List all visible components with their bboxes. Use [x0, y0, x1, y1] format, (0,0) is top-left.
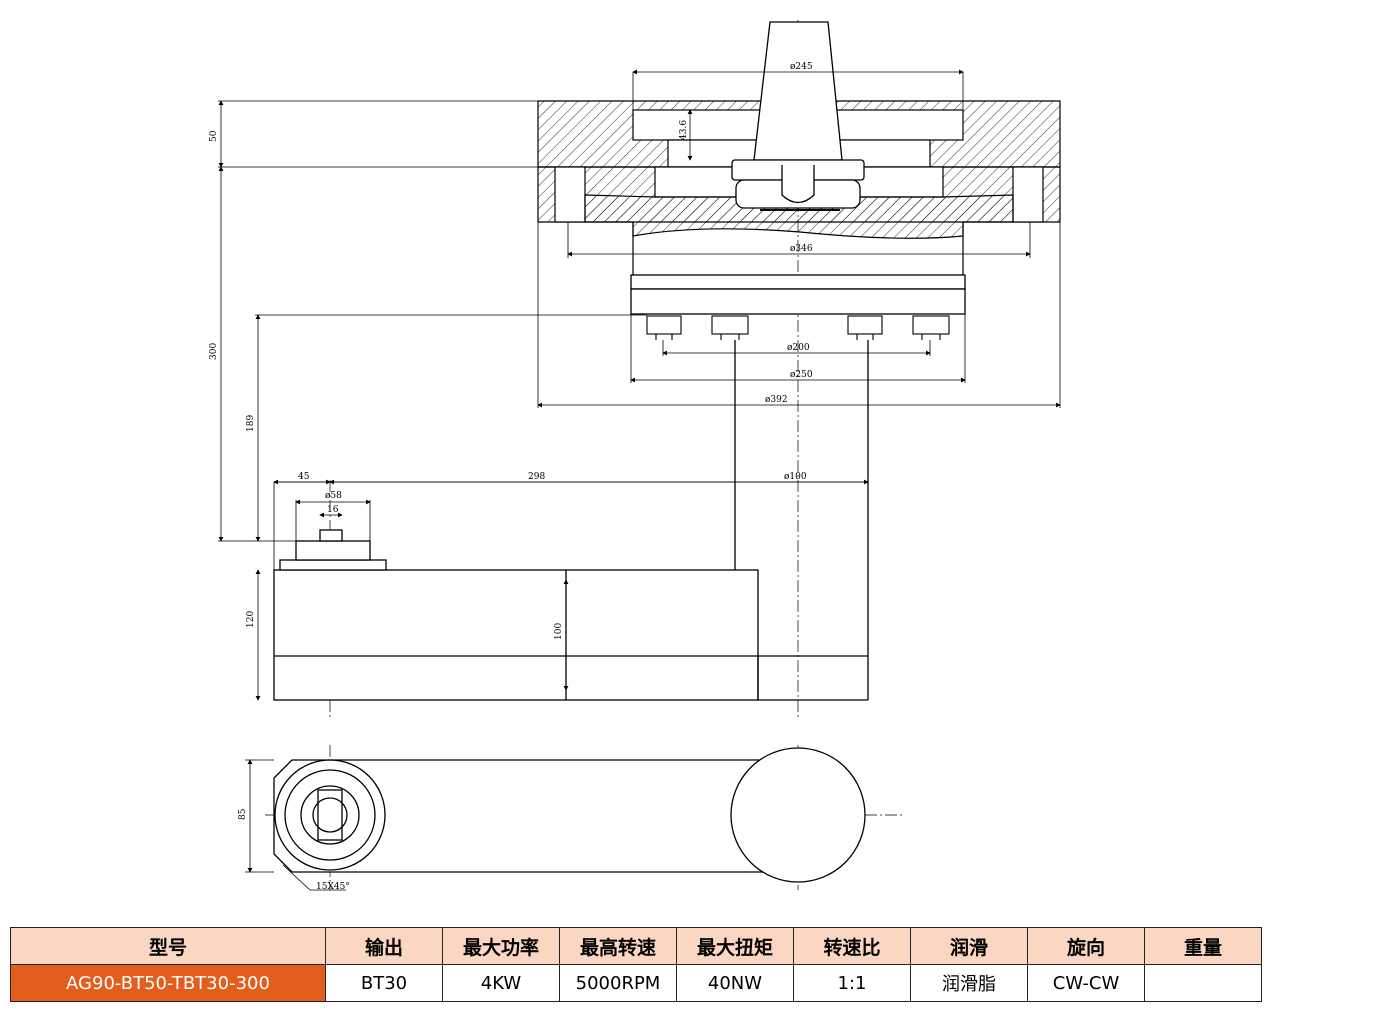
dim-16: 16 — [327, 505, 339, 515]
dim-d100: ø100 — [784, 472, 807, 482]
cell-max-speed: 5000RPM — [559, 964, 677, 1002]
header-weight: 重量 — [1144, 927, 1262, 965]
cell-rotation: CW-CW — [1027, 964, 1145, 1002]
header-max-torque: 最大扭矩 — [676, 927, 794, 965]
dimension-lines — [218, 69, 1061, 891]
adapter-plate — [630, 274, 966, 315]
dim-43-6: 43.6 — [679, 120, 689, 140]
header-ratio: 转速比 — [793, 927, 911, 965]
gearbox-body — [273, 529, 868, 701]
spec-header-row: 型号 输出 最大功率 最高转速 最大扭矩 转速比 润滑 旋向 重量 — [10, 927, 1262, 965]
dimension-labels: ø245 43.6 ø346 ø200 ø250 ø392 50 300 189… — [209, 62, 813, 892]
dim-100: 100 — [554, 623, 564, 640]
technical-drawing: ø245 43.6 ø346 ø200 ø250 ø392 50 300 189… — [209, 20, 1061, 892]
cell-weight — [1144, 964, 1262, 1002]
dim-189: 189 — [246, 415, 256, 432]
header-output: 输出 — [325, 927, 443, 965]
cell-max-torque: 40NW — [676, 964, 794, 1002]
dim-d392: ø392 — [765, 395, 788, 405]
dim-45: 45 — [298, 472, 310, 482]
dim-298: 298 — [528, 472, 545, 482]
dim-50: 50 — [209, 130, 219, 142]
dim-d200: ø200 — [787, 343, 810, 353]
dim-85: 85 — [238, 808, 248, 820]
header-max-power: 最大功率 — [442, 927, 560, 965]
cell-ratio: 1:1 — [793, 964, 911, 1002]
spec-data-row: AG90-BT50-TBT30-300 BT30 4KW 5000RPM 40N… — [10, 964, 1262, 1002]
header-model: 型号 — [10, 927, 326, 965]
top-view — [273, 747, 866, 883]
cell-lubrication: 润滑脂 — [910, 964, 1028, 1002]
header-rotation: 旋向 — [1027, 927, 1145, 965]
spec-table: 型号 输出 最大功率 最高转速 最大扭矩 转速比 润滑 旋向 重量 AG90-B… — [10, 927, 1262, 1002]
dim-d245: ø245 — [790, 62, 813, 72]
dim-d58: ø58 — [325, 491, 342, 501]
dim-120: 120 — [246, 611, 256, 628]
cell-max-power: 4KW — [442, 964, 560, 1002]
dim-chamfer: 15X45° — [316, 882, 350, 892]
bt-taper — [731, 21, 865, 211]
cell-output: BT30 — [325, 964, 443, 1002]
dim-d346: ø346 — [790, 244, 813, 254]
bolts — [646, 315, 950, 340]
cell-model: AG90-BT50-TBT30-300 — [10, 964, 326, 1002]
dim-300: 300 — [209, 343, 219, 360]
dim-d250: ø250 — [790, 370, 813, 380]
header-max-speed: 最高转速 — [559, 927, 677, 965]
header-lubrication: 润滑 — [910, 927, 1028, 965]
